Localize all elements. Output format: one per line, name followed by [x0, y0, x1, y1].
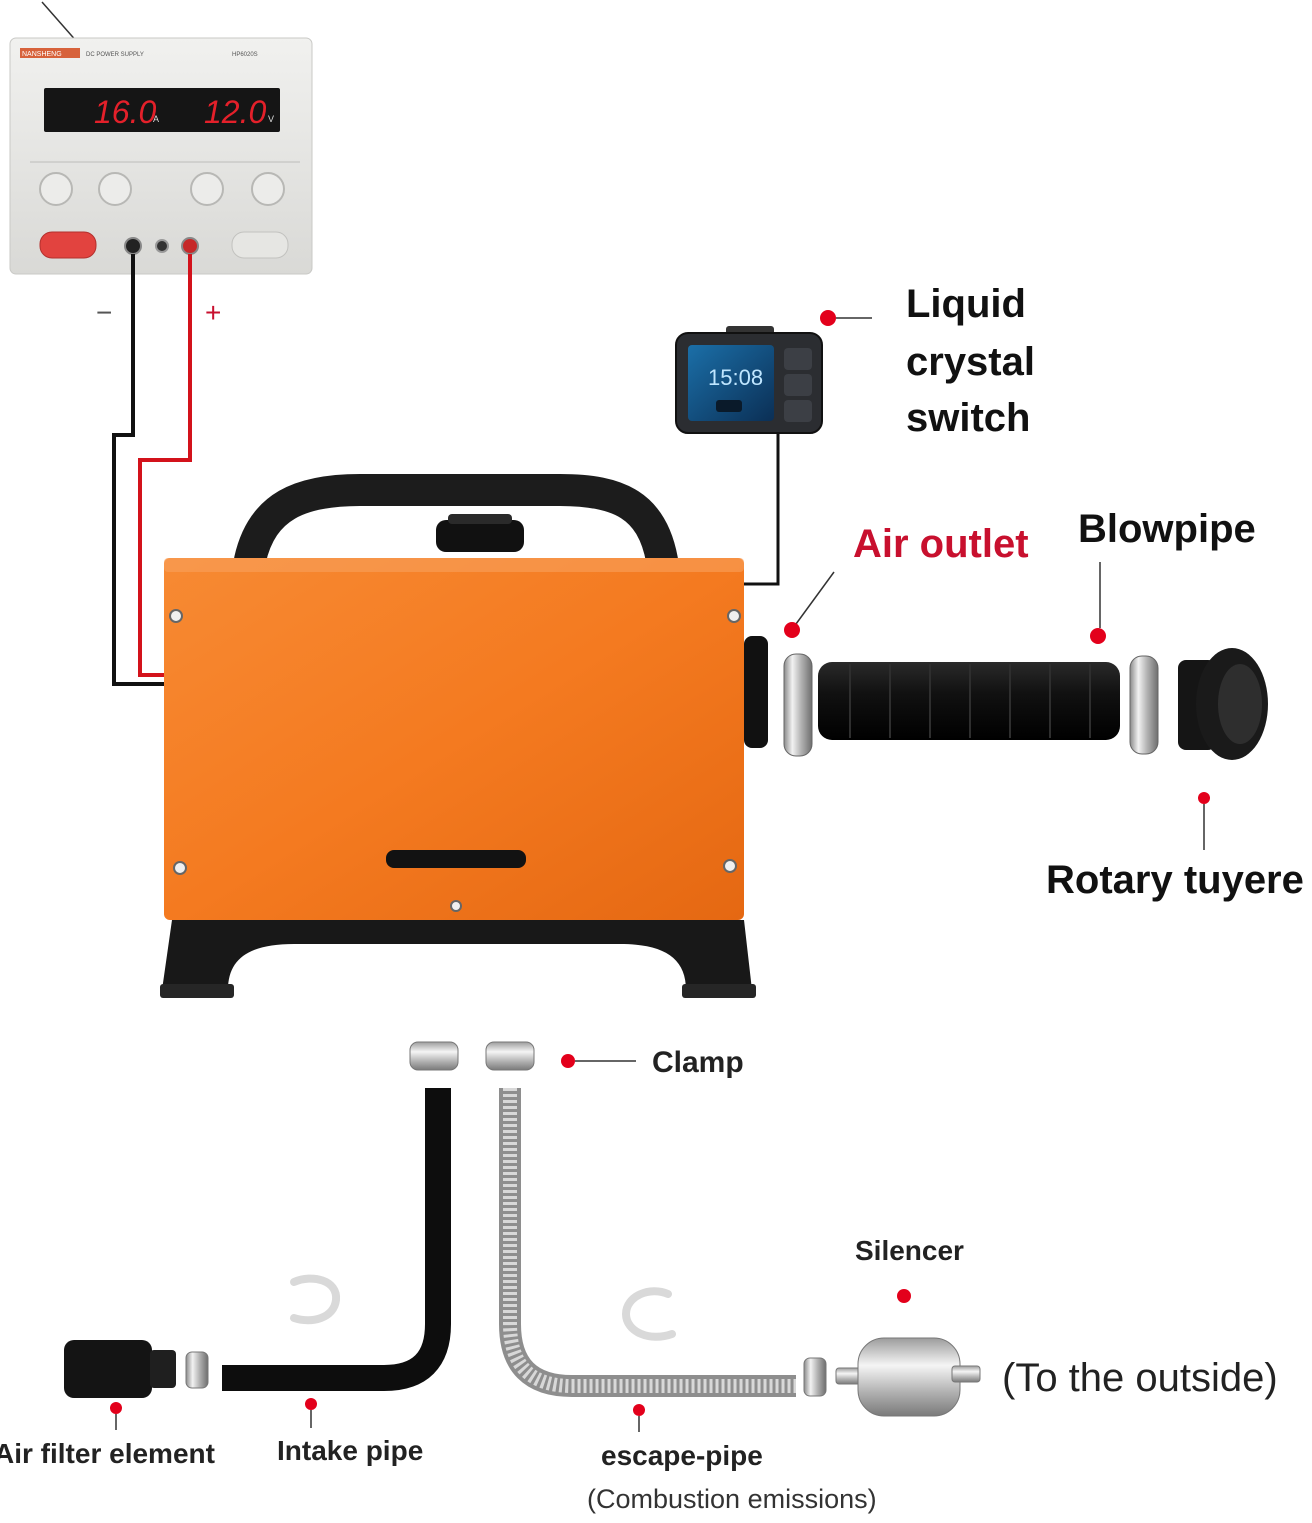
air-outlet-line [795, 571, 835, 625]
silencer-outlet [951, 1365, 981, 1383]
combustion-label: (Combustion emissions) [587, 1484, 877, 1514]
blowpipe-clamp [1129, 655, 1159, 755]
outlet-collar [744, 636, 768, 748]
control-knobs [39, 172, 285, 206]
body-highlight [164, 558, 744, 572]
rotary-tuyere-part [1178, 648, 1268, 760]
psu-model: HP6020S [232, 52, 258, 58]
lcd-controller: 15:08 [675, 326, 823, 434]
air-outlet-label: Air outlet [853, 522, 1029, 566]
power-supply: NANSHENG DC POWER SUPPLY HP6020S 16.0 A … [9, 1, 313, 275]
heater-body [164, 558, 744, 920]
ground-terminal [155, 239, 169, 253]
brand-badge [20, 48, 80, 58]
clamp-marker [561, 1054, 575, 1068]
current-display: 16.0 [94, 94, 156, 130]
heater-unit [160, 474, 768, 998]
base-foot-right [682, 984, 756, 998]
controller-button-1 [784, 348, 812, 370]
clamp-exhaust [485, 1041, 535, 1071]
front-vent [386, 850, 526, 868]
exhaust-clamp [803, 1357, 827, 1397]
tuyere-grille [1218, 664, 1262, 744]
negative-sign: − [96, 297, 112, 328]
carry-handle [234, 474, 678, 576]
air-outlet-marker [784, 622, 800, 638]
silencer-body [857, 1337, 961, 1417]
escape-pipe-clip [621, 1287, 676, 1341]
positive-terminal [181, 237, 199, 255]
blowpipe-label: Blowpipe [1078, 507, 1256, 551]
screw-br [723, 859, 737, 873]
screw-bottom [450, 900, 462, 912]
clamp-intake [409, 1041, 459, 1071]
tuyere-marker [1198, 792, 1210, 804]
air-filter-label: Air filter element [0, 1438, 215, 1469]
knob-voltage-fine [251, 172, 285, 206]
hose-ribs [849, 664, 1091, 738]
brand-text: NANSHENG [22, 51, 62, 58]
base-foot-left [160, 984, 234, 998]
negative-terminal [124, 237, 142, 255]
silencer-marker [897, 1289, 911, 1303]
air-filter-marker [110, 1402, 122, 1414]
fuel-cap-top [448, 514, 512, 524]
air-filter-part [64, 1340, 209, 1398]
rotary-tuyere-label: Rotary tuyere [1046, 858, 1304, 902]
screw-tr [727, 609, 741, 623]
blowpipe-marker [1090, 628, 1106, 644]
clamp-label: Clamp [652, 1046, 744, 1079]
silencer-part [835, 1337, 981, 1417]
output-button [231, 231, 289, 259]
controller-indicator [716, 400, 742, 412]
controller-time: 15:08 [708, 365, 763, 390]
filter-body [64, 1340, 152, 1398]
negative-wire [112, 254, 168, 686]
voltage-unit: V [268, 114, 274, 124]
positive-sign: + [205, 297, 221, 328]
outlet-clamp [783, 653, 813, 757]
display-panel [44, 88, 280, 132]
lcd-label-line2: crystal [906, 340, 1035, 384]
current-unit: A [153, 114, 159, 124]
controller-screen [688, 345, 774, 421]
lcd-label-line3: switch [906, 396, 1030, 440]
silencer-label: Silencer [855, 1235, 964, 1266]
knob-current-coarse [39, 172, 73, 206]
escape-pipe-outer [499, 1088, 796, 1397]
intake-pipe-label: Intake pipe [277, 1435, 423, 1466]
knob-voltage-coarse [190, 172, 224, 206]
to-outside-label: (To the outside) [1002, 1356, 1278, 1400]
heater-base [162, 920, 752, 990]
intake-pipe-clip [290, 1274, 341, 1325]
lcd-marker [820, 310, 836, 326]
lcd-label-line1: Liquid [906, 282, 1026, 326]
positive-wire [138, 254, 192, 677]
intake-pipe [222, 1088, 451, 1391]
intake-marker [305, 1398, 317, 1410]
controller-button-2 [784, 374, 812, 396]
fuel-cap [436, 520, 524, 552]
filter-neck [150, 1350, 176, 1388]
escape-marker [633, 1404, 645, 1416]
screw-bl [173, 861, 187, 875]
controller-button-3 [784, 400, 812, 422]
filter-clamp [185, 1351, 209, 1389]
controller-cable [740, 433, 780, 586]
escape-pipe-label: escape-pipe [601, 1440, 763, 1471]
escape-pipe-corrugation [503, 1088, 796, 1393]
knob-current-fine [98, 172, 132, 206]
screw-tl [169, 609, 183, 623]
psu-subtitle: DC POWER SUPPLY [86, 52, 144, 58]
voltage-display: 12.0 [204, 94, 266, 130]
power-button [39, 231, 97, 259]
